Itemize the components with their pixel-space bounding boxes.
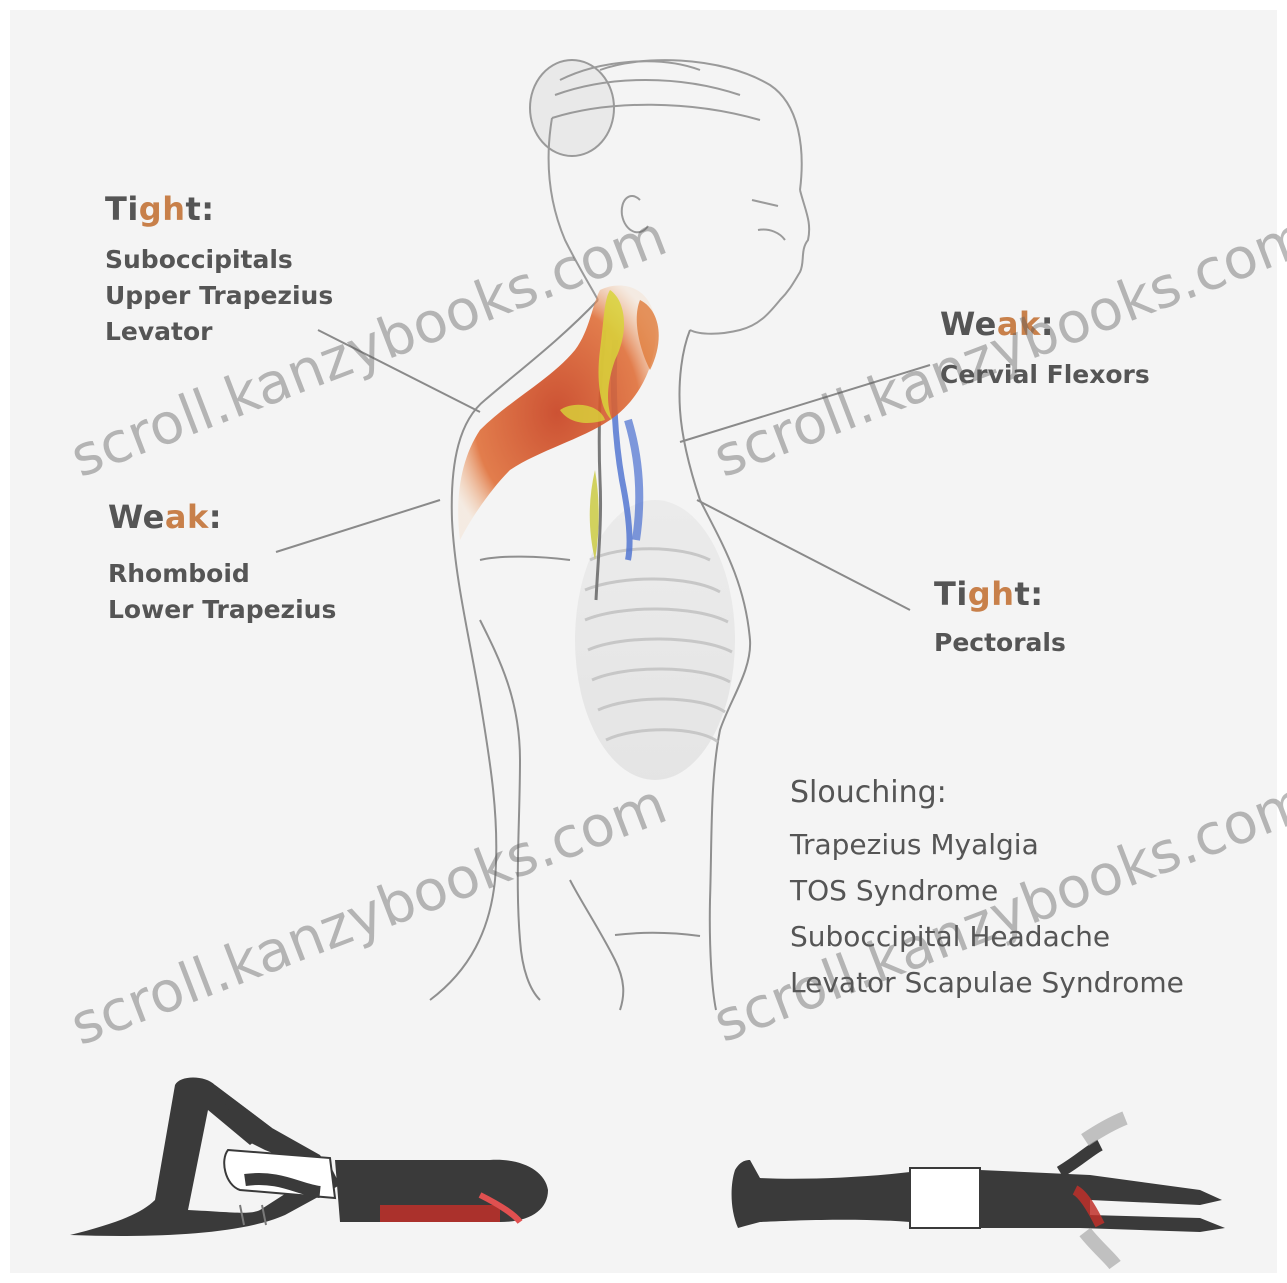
tight-right-heading: Tight: <box>934 575 1066 613</box>
weak-item-rhomboid: Rhomboid <box>108 556 336 592</box>
tight-upper-heading: Tight: <box>105 190 333 228</box>
tight-right-group: Tight: Pectorals <box>934 575 1066 661</box>
supine-exercise-figure <box>732 1118 1225 1265</box>
weak-left-group: Weak: Rhomboid Lower Trapezius <box>108 498 336 628</box>
tight-item-upper-trapezius: Upper Trapezius <box>105 278 333 314</box>
tight-upper-group: Tight: Suboccipitals Upper Trapezius Lev… <box>105 190 333 350</box>
tight-item-suboccipitals: Suboccipitals <box>105 242 333 278</box>
bridge-exercise-figure <box>70 1078 548 1236</box>
slouching-heading: Slouching: <box>790 775 1184 810</box>
tight-item-pectorals: Pectorals <box>934 625 1066 661</box>
weak-item-lower-trapezius: Lower Trapezius <box>108 592 336 628</box>
weak-left-heading: Weak: <box>108 498 336 536</box>
